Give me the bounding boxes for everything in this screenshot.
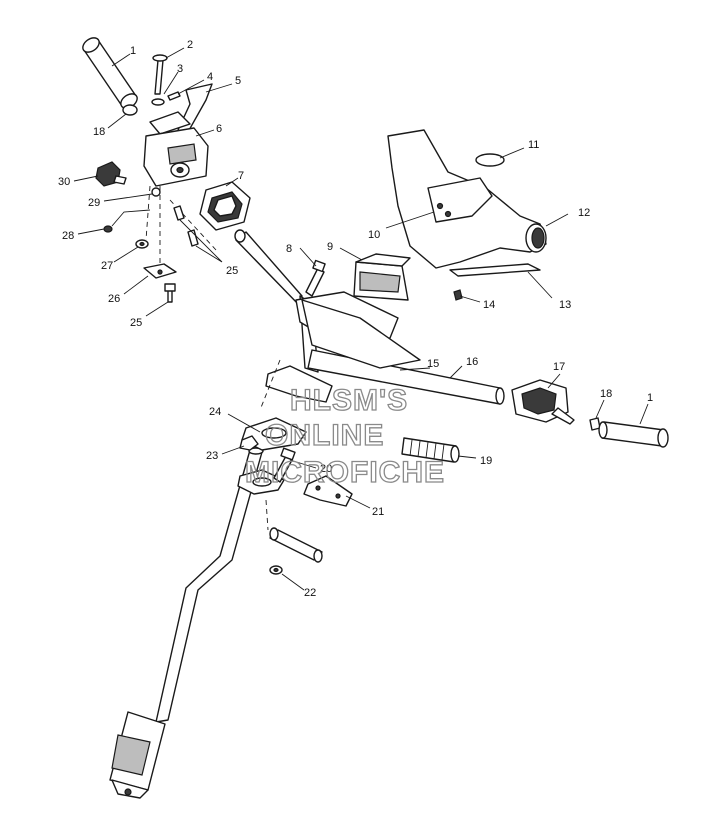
screw-14: [453, 289, 463, 301]
trim-strip-13: [449, 263, 541, 277]
watermark-line-3: MICROFICHE: [245, 456, 445, 489]
watermark-line-1: HLSM'S: [290, 384, 408, 417]
upper-flange-plate: [241, 417, 307, 451]
callout-14: 14: [483, 299, 495, 311]
bolt-2: [152, 54, 168, 95]
callout-19: 19: [480, 455, 492, 467]
callout-labels: 1 2 3 4 5 6 7 8 9 10 11 12 13 14 15 16 1…: [58, 39, 653, 599]
callout-1-right-grip: 1: [647, 392, 653, 404]
steering-post-lower-bracket: [109, 711, 166, 799]
callout-30: 30: [58, 176, 70, 188]
clip-29: [151, 187, 161, 197]
callout-12: 12: [578, 207, 590, 219]
callout-8: 8: [286, 243, 292, 255]
callout-18-right: 18: [600, 388, 612, 400]
lower-flange-plate: [237, 469, 285, 495]
wire-28: [103, 209, 151, 233]
hand-warmer-cover: [387, 129, 547, 269]
screws-25-upper: [173, 205, 199, 247]
callout-6: 6: [216, 123, 222, 135]
retainer-ring: [199, 181, 251, 231]
callout-3: 3: [177, 63, 183, 75]
callout-25-lower: 25: [130, 317, 142, 329]
clamp-bolt: [305, 259, 326, 297]
throttle-housing: [143, 127, 209, 187]
screw-4: [167, 91, 181, 101]
callout-23: 23: [206, 450, 218, 462]
leader-lines: [73, 47, 649, 591]
callout-24: 24: [209, 406, 221, 418]
callout-10: 10: [368, 229, 380, 241]
spacer-tube: [269, 527, 323, 563]
mount-bracket: [265, 365, 333, 403]
callout-15: 15: [427, 358, 439, 370]
left-grip: [82, 37, 138, 109]
callout-5: 5: [235, 75, 241, 87]
watermark: HLSM'S ONLINE MICROFICHE: [244, 383, 445, 489]
washer-3: [151, 98, 165, 106]
washer-27: [135, 239, 149, 249]
callout-9: 9: [327, 241, 333, 253]
callout-13: 13: [559, 299, 571, 311]
callout-1-left-grip: 1: [130, 45, 136, 57]
callout-17: 17: [553, 361, 565, 373]
decal-11: [475, 153, 505, 167]
washer-22: [269, 565, 283, 575]
callout-22: 22: [304, 587, 316, 599]
handlebar-clamp: [295, 291, 421, 369]
screw-25-lower: [164, 283, 176, 303]
callout-27: 27: [101, 260, 113, 272]
bolt-20: [273, 447, 296, 483]
grip-heater-19: [401, 437, 460, 463]
handlebar: [234, 229, 505, 405]
callout-20: 20: [320, 463, 332, 475]
callout-16: 16: [466, 356, 478, 368]
callout-11: 11: [528, 139, 539, 151]
right-grip: [598, 421, 669, 448]
cover-plate-26: [143, 263, 177, 279]
callout-29: 29: [88, 197, 100, 209]
callout-7: 7: [238, 170, 244, 182]
right-switch-housing: [511, 379, 575, 425]
bracket-21: [303, 475, 353, 507]
nut-23: [239, 435, 259, 451]
grip-end-18-left: [122, 104, 138, 116]
switch-30: [95, 161, 127, 187]
callout-4: 4: [207, 71, 213, 83]
callout-28: 28: [62, 230, 74, 242]
callout-18-left: 18: [93, 126, 105, 138]
callout-2: 2: [187, 39, 193, 51]
upper-clamp-cap: [353, 253, 411, 301]
callout-25-upper: 25: [226, 265, 238, 277]
watermark-line-2: ONLINE: [265, 419, 384, 452]
callout-21: 21: [372, 506, 384, 518]
callout-26: 26: [108, 293, 120, 305]
